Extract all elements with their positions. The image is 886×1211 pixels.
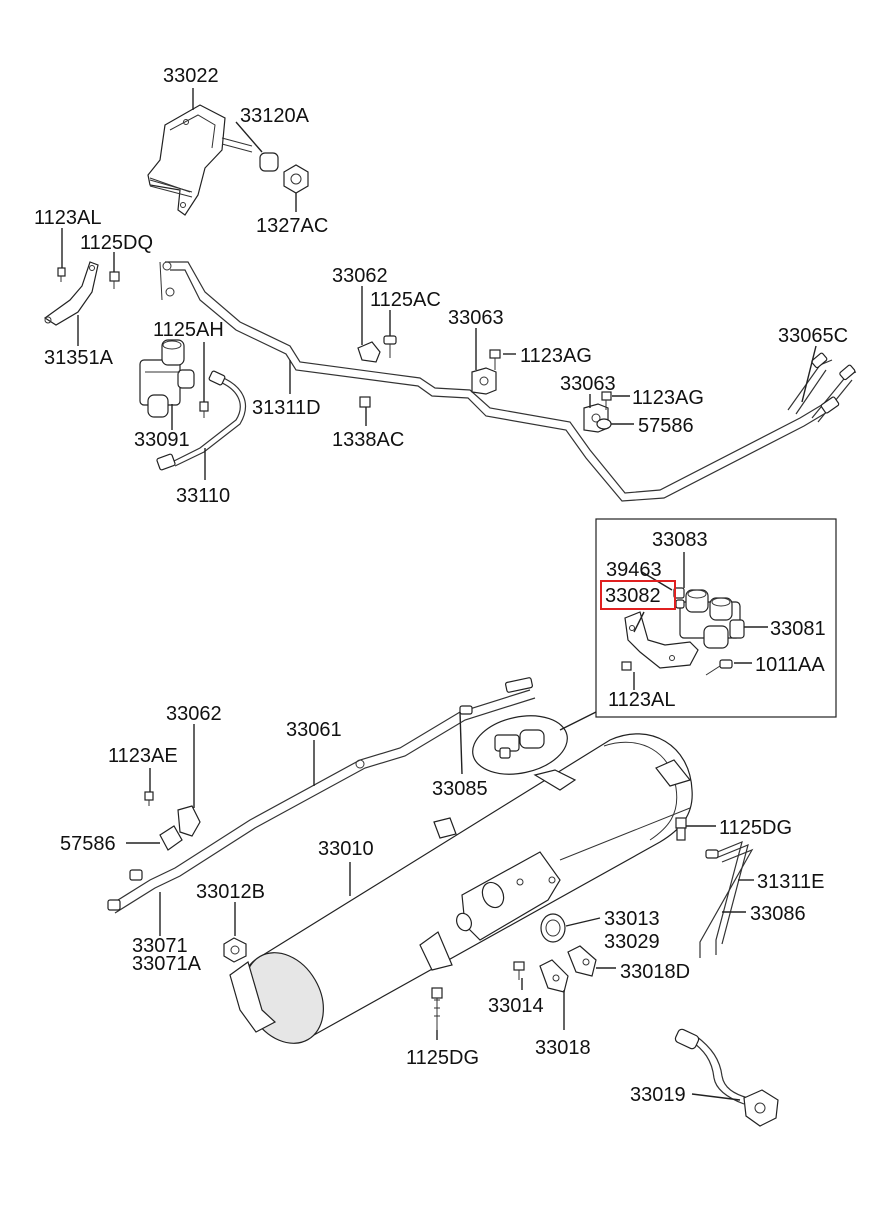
bolt-1123AL-top — [57, 267, 66, 282]
bracket-33022 — [147, 104, 253, 216]
label-33018D: 33018D — [620, 961, 690, 983]
label-1011AA: 1011AA — [755, 654, 825, 676]
label-33019: 33019 — [630, 1084, 686, 1106]
label-1125DG-bottom: 1125DG — [406, 1047, 479, 1069]
bolt-1125AH — [199, 401, 209, 418]
label-33063-b: 33063 — [560, 373, 616, 395]
highlight-box-33082 — [600, 580, 676, 610]
label-33081: 33081 — [770, 618, 826, 640]
label-33029: 33029 — [604, 931, 660, 953]
hose-31311E — [699, 840, 754, 958]
label-33012B: 33012B — [196, 881, 265, 903]
grommet-57586-top — [596, 418, 612, 430]
label-31311E: 31311E — [757, 871, 824, 893]
spacer-33120A — [259, 152, 279, 172]
detail-inset — [595, 518, 837, 718]
fitting-33018 — [539, 959, 569, 993]
bolt-1125DQ — [109, 271, 120, 289]
label-33120A: 33120A — [240, 105, 310, 127]
bolt-1125DG-bottom — [431, 987, 443, 1030]
bracket-31351A — [43, 261, 99, 326]
label-39463: 39463 — [606, 559, 662, 581]
label-33071A: 33071A — [132, 953, 202, 975]
clip-1338AC — [359, 396, 371, 408]
label-1125DQ: 1125DQ — [80, 232, 153, 254]
bolt-33014 — [513, 961, 525, 980]
drain-hose-33019 — [674, 1028, 779, 1127]
hose-33110 — [156, 370, 247, 471]
clip-33062-bottom — [177, 805, 201, 837]
label-1125DG-right: 1125DG — [719, 817, 792, 839]
clip-33062-top — [357, 341, 381, 363]
label-1123AL-inset: 1123AL — [608, 689, 675, 711]
label-31311D: 31311D — [252, 397, 321, 419]
clamp-33063-a — [471, 367, 497, 395]
label-33110: 33110 — [176, 485, 230, 507]
label-31351A: 31351A — [44, 347, 114, 369]
label-33086: 33086 — [750, 903, 806, 925]
label-1338AC: 1338AC — [332, 429, 404, 451]
label-33083: 33083 — [652, 529, 708, 551]
label-57586-top: 57586 — [638, 415, 694, 437]
label-33062-top: 33062 — [332, 265, 388, 287]
label-57586-bottom: 57586 — [60, 833, 116, 855]
bolt-1125AC — [383, 335, 397, 358]
label-33071: 33071 — [132, 935, 188, 957]
nut-33012B — [223, 937, 247, 963]
bolt-1123AE — [144, 791, 154, 806]
label-33018: 33018 — [535, 1037, 591, 1059]
grommet-57586-bottom — [159, 825, 183, 851]
bolt-1123AG-a — [489, 349, 501, 370]
valve-cluster-33085 — [472, 715, 568, 775]
label-33010: 33010 — [318, 838, 374, 860]
pipe-31311D — [159, 261, 835, 502]
nut-1327AC — [283, 164, 309, 194]
label-1123AG-b: 1123AG — [632, 387, 704, 409]
label-33082: 33082 — [605, 585, 661, 607]
fitting-33018D — [567, 945, 597, 977]
bolt-1125DG-right — [675, 817, 687, 841]
label-33022: 33022 — [163, 65, 219, 87]
label-1123AL-top: 1123AL — [34, 207, 101, 229]
valve-33091 — [139, 339, 195, 418]
label-33062-bottom: 33062 — [166, 703, 222, 725]
label-1327AC: 1327AC — [256, 215, 328, 237]
hose-33065C — [787, 352, 857, 423]
label-1123AE: 1123AE — [108, 745, 178, 767]
bolt-1123AG-b — [601, 391, 612, 410]
label-1125AH: 1125AH — [153, 319, 224, 341]
label-33063-a: 33063 — [448, 307, 504, 329]
label-33013: 33013 — [604, 908, 660, 930]
label-33085: 33085 — [432, 778, 488, 800]
label-33014: 33014 — [488, 995, 544, 1017]
label-33091: 33091 — [134, 429, 190, 451]
label-1123AG-a: 1123AG — [520, 345, 592, 367]
pipe-33061 — [107, 677, 536, 914]
air-tank-33010 — [229, 733, 693, 1044]
plug-33013 — [540, 913, 566, 943]
label-33065C: 33065C — [778, 325, 848, 347]
label-33061: 33061 — [286, 719, 342, 741]
label-1125AC: 1125AC — [370, 289, 441, 311]
